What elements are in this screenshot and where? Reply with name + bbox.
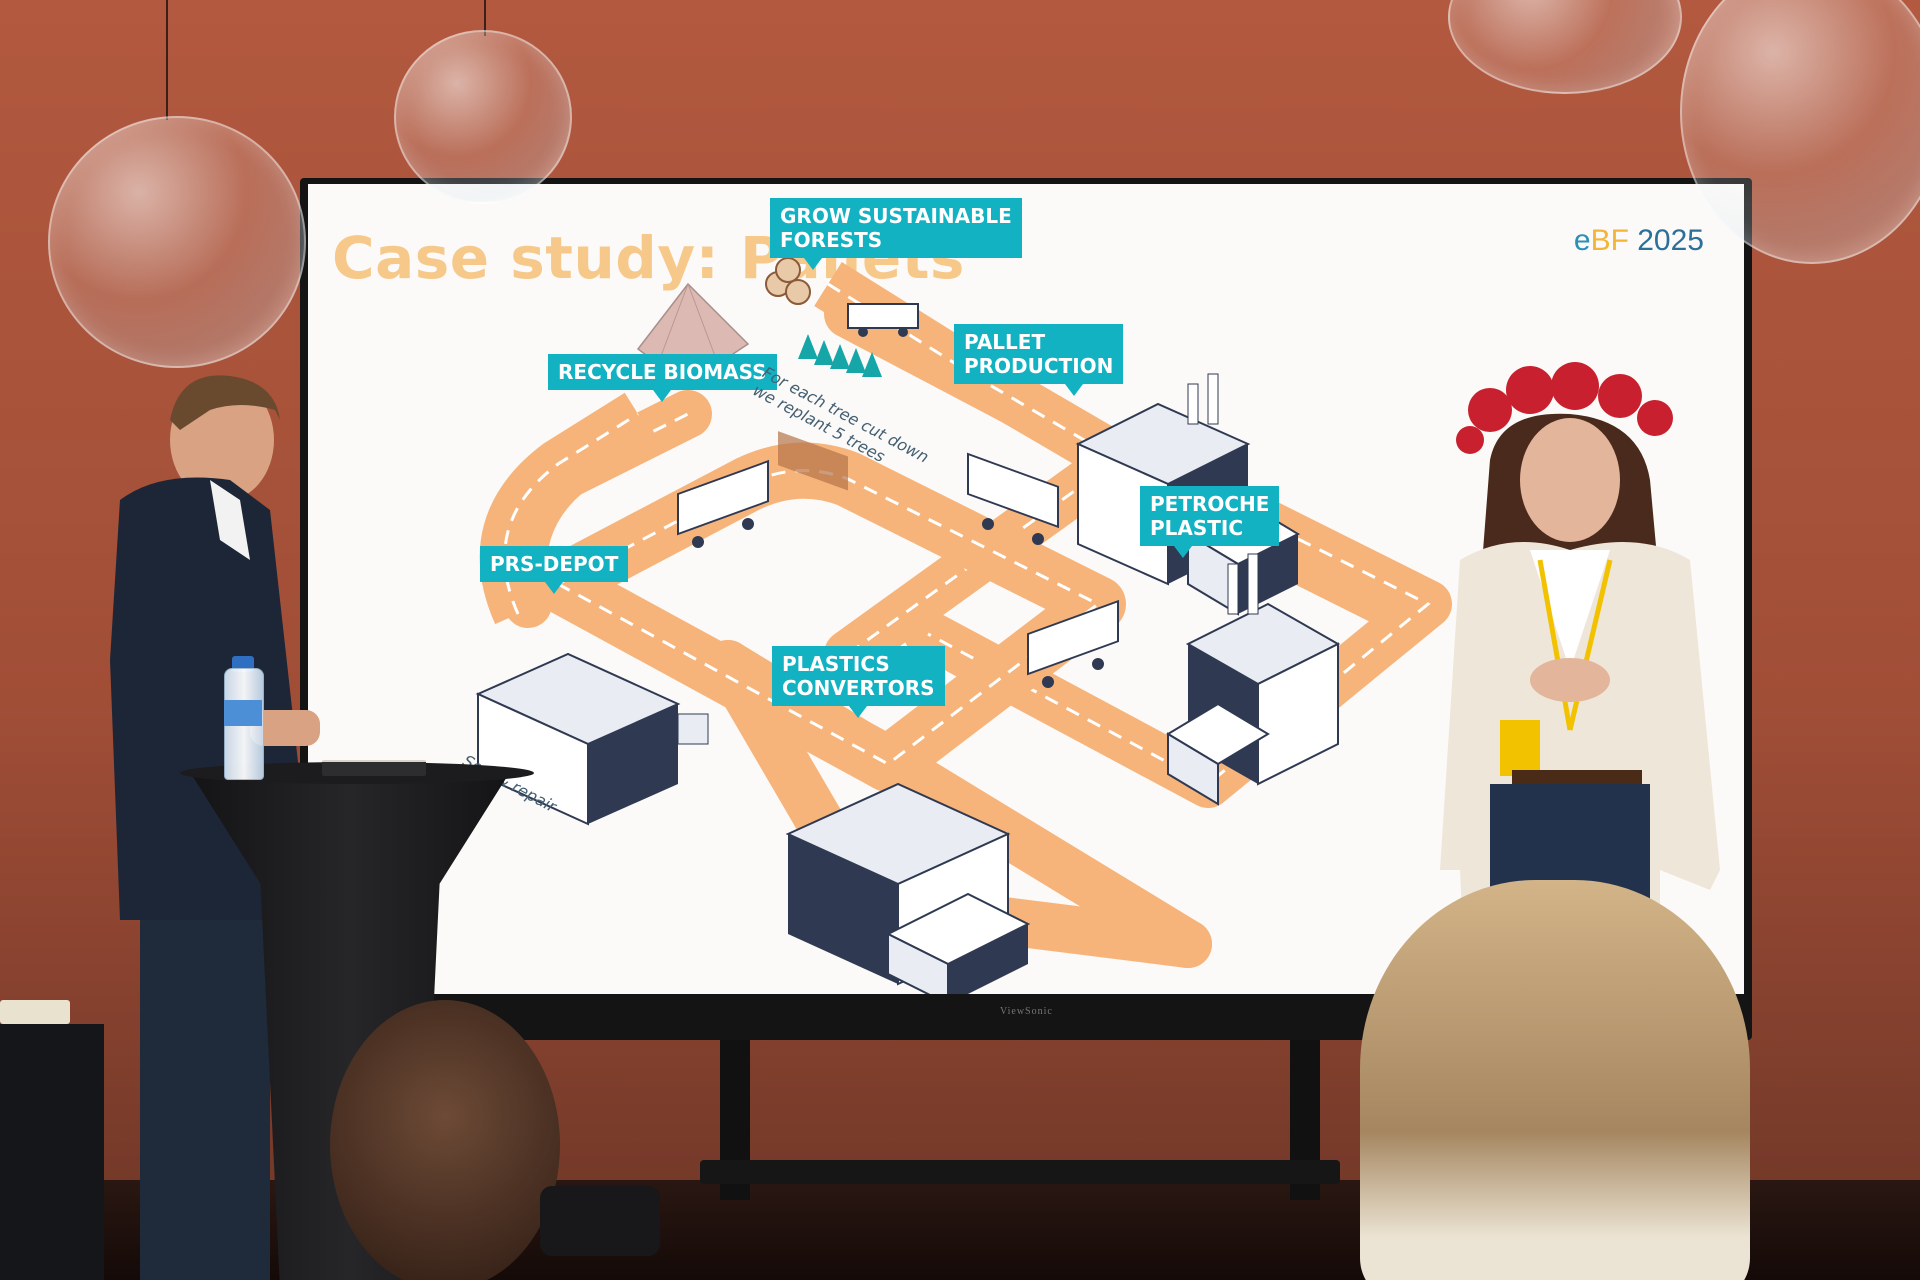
flower-crown bbox=[1456, 362, 1673, 454]
sideboard-cabinet bbox=[0, 1024, 104, 1280]
label-pallet-production: PALLET PRODUCTION bbox=[954, 324, 1124, 396]
truck-top bbox=[967, 452, 1059, 545]
desk-device bbox=[0, 1000, 70, 1024]
name-badge bbox=[1500, 720, 1540, 776]
logo-e: e bbox=[1573, 224, 1591, 257]
truck-logging bbox=[847, 303, 919, 337]
plastics-convertor-building bbox=[785, 782, 1031, 994]
label-recycle-biomass: RECYCLE BIOMASS bbox=[548, 354, 777, 402]
label-grow-sustainable-forests: GROW SUSTAINABLE FORESTS bbox=[770, 198, 1022, 270]
truck-left bbox=[677, 459, 769, 548]
lamp-cord-middle bbox=[484, 0, 486, 36]
audience-camera bbox=[540, 1186, 660, 1256]
logo-bf: BF bbox=[1590, 224, 1629, 257]
petrochemical-plant bbox=[1166, 553, 1341, 806]
label-prs-depot: PRS-DEPOT bbox=[480, 546, 629, 594]
logo-year: 2025 bbox=[1637, 224, 1704, 257]
glass-pendant-lamp-left bbox=[48, 116, 306, 368]
ebf-2025-logo: eBF 2025 bbox=[1574, 224, 1704, 258]
label-petrochemical-plastic: PETROCHE PLASTIC bbox=[1140, 486, 1280, 558]
label-plastics-convertors: PLASTICS CONVERTORS bbox=[772, 646, 945, 718]
pallet-cycle-diagram bbox=[475, 257, 1452, 994]
glass-pendant-lamp-right bbox=[1680, 0, 1920, 264]
audience-member-head-left bbox=[330, 1000, 560, 1280]
water-bottle-label bbox=[224, 700, 262, 726]
truck-right bbox=[1027, 599, 1119, 688]
prs-depot bbox=[475, 652, 709, 826]
tv-stand-base bbox=[700, 1160, 1340, 1184]
tv-brand-label: ViewSonic bbox=[1000, 1006, 1053, 1017]
glass-pendant-lamp-middle bbox=[394, 30, 572, 204]
log-pile bbox=[765, 257, 848, 491]
audience-member-long-hair bbox=[1360, 880, 1750, 1280]
notebook bbox=[322, 760, 426, 776]
lamp-cord-left bbox=[166, 0, 168, 120]
replanted-trees bbox=[798, 334, 882, 377]
